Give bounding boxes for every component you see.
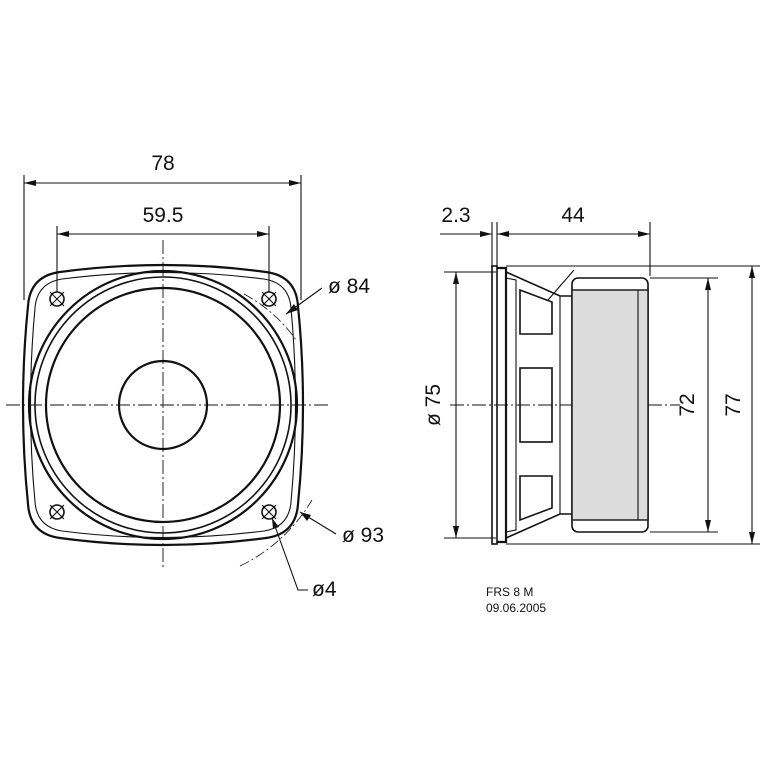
drawing-note: FRS 8 M 09.06.2005 bbox=[486, 585, 546, 615]
mounting-hole bbox=[261, 504, 277, 520]
front-view: 78 59.5 ø 84 ø 93 ø4 bbox=[6, 152, 384, 601]
leader-hole-diameter bbox=[271, 517, 308, 591]
surround-outer-ring bbox=[27, 269, 299, 541]
dim-label-59-5: 59.5 bbox=[143, 204, 184, 227]
dim-label-diameter-93: ø 93 bbox=[342, 524, 384, 547]
mounting-hole bbox=[49, 504, 65, 520]
basket-frame-inner-edge bbox=[29, 271, 297, 539]
side-view: 2.3 44 ø 75 72 77 bbox=[422, 204, 760, 545]
mounting-holes bbox=[49, 291, 277, 520]
basket-window-top bbox=[519, 288, 553, 335]
basket-lip-top bbox=[505, 277, 517, 533]
drawing-date: 09.06.2005 bbox=[486, 601, 546, 615]
magnet-body bbox=[571, 289, 649, 521]
dim-label-2-3: 2.3 bbox=[441, 204, 470, 227]
basket-frame-outline bbox=[21, 263, 305, 547]
front-flange bbox=[491, 265, 498, 545]
model-name: FRS 8 M bbox=[486, 585, 533, 599]
basket-window-middle bbox=[519, 367, 553, 443]
cone-edge-ring bbox=[44, 286, 282, 524]
surround-inner-ring bbox=[34, 276, 292, 534]
dim-label-78: 78 bbox=[151, 152, 174, 175]
bolt-circle-arc bbox=[239, 499, 313, 567]
bolt-circle-arc bbox=[243, 293, 297, 341]
dim-label-77: 77 bbox=[722, 393, 745, 416]
dim-label-44: 44 bbox=[561, 204, 585, 227]
dim-label-72: 72 bbox=[676, 393, 699, 416]
dust-cap-ring bbox=[117, 359, 209, 451]
dim-label-diameter-84: ø 84 bbox=[328, 275, 370, 298]
basket-window-bottom bbox=[519, 475, 553, 522]
terminal-tab bbox=[547, 269, 575, 301]
dim-label-diameter-75: ø 75 bbox=[422, 384, 445, 426]
flange-rim bbox=[497, 266, 508, 544]
dim-label-hole-diameter: ø4 bbox=[312, 578, 337, 601]
